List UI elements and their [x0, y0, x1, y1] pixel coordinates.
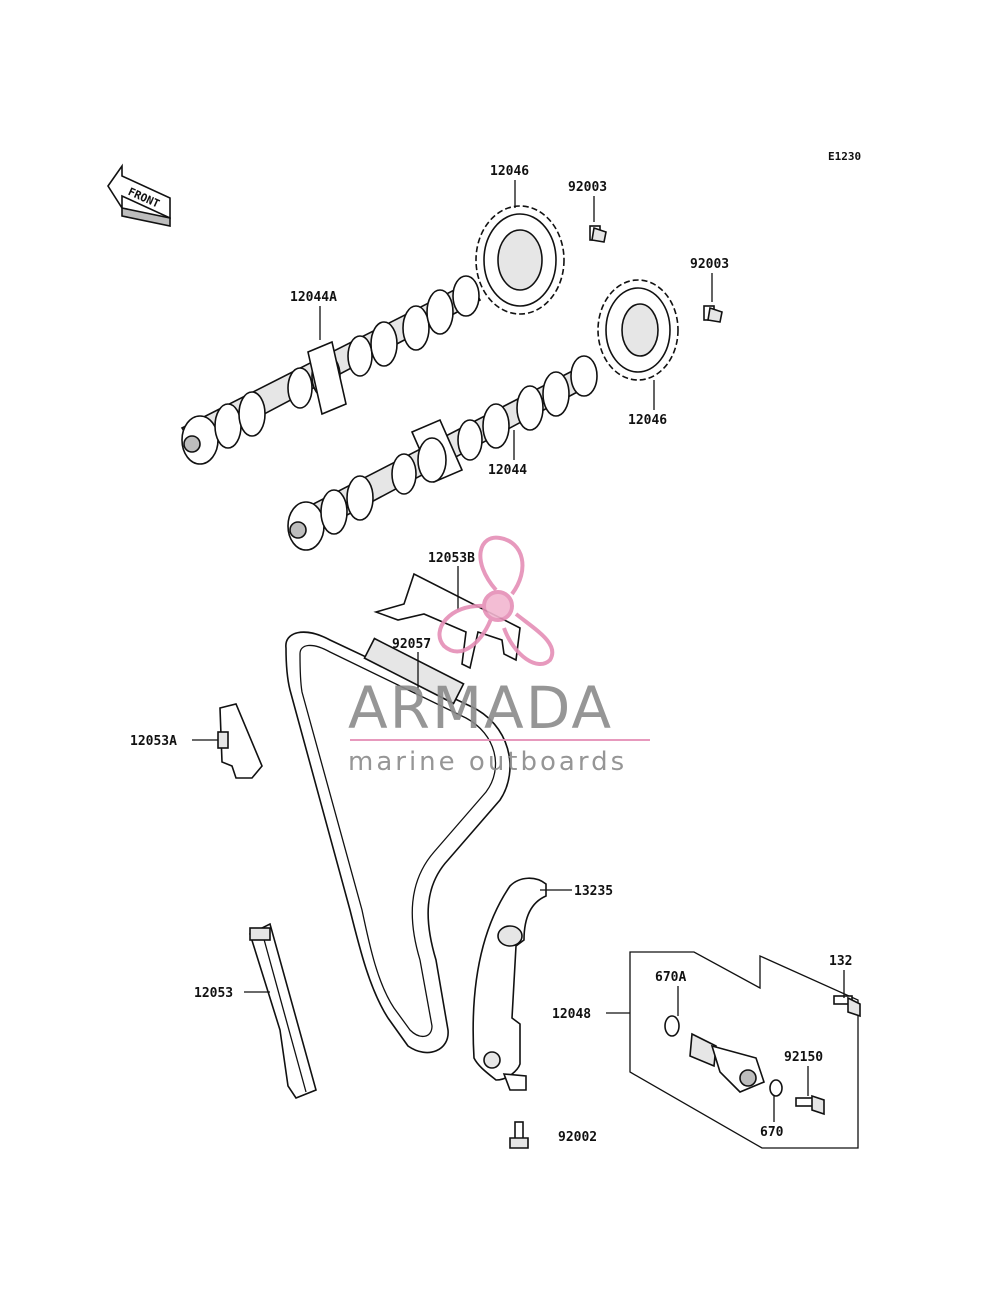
cam-lobe [287, 501, 325, 551]
bolt-132 [833, 995, 861, 1018]
sprocket-12046-top [475, 205, 565, 315]
sprocket-12046-bottom [597, 279, 679, 381]
watermark-tagline: marine outboards [348, 747, 627, 777]
front-arrow-icon: FRONT [107, 163, 171, 227]
label-92150: 92150 [784, 1050, 823, 1065]
o-ring-670 [769, 1079, 783, 1097]
watermark-brand: ARMADA [348, 674, 613, 742]
cam-chain-92057 [285, 631, 511, 1054]
label-12044a: 12044A [290, 290, 337, 305]
label-12053b: 12053B [428, 551, 475, 566]
cam-lobe [181, 415, 219, 465]
chain-guide-12053a [217, 703, 263, 779]
diagram-code: E1230 [828, 150, 861, 163]
chain-guide-12053 [249, 922, 317, 1099]
tensioner-assembly-12048 [629, 951, 861, 1149]
bolt-92150 [795, 1094, 825, 1116]
label-12044: 12044 [488, 463, 527, 478]
tensioner-body [689, 1032, 765, 1093]
label-670: 670 [760, 1125, 784, 1140]
part-labels: 12046 92003 92003 12044A 12046 12044 120… [130, 164, 852, 1145]
label-92057: 92057 [392, 637, 431, 652]
label-92003-right: 92003 [690, 257, 729, 272]
label-12046-bottom: 12046 [628, 413, 667, 428]
label-92002: 92002 [558, 1130, 597, 1145]
label-12053: 12053 [194, 986, 233, 1001]
label-670a: 670A [655, 970, 686, 985]
bolt-92003-right [703, 305, 723, 323]
o-ring-670a [664, 1015, 680, 1037]
label-12046-top: 12046 [490, 164, 529, 179]
leader-lines [192, 180, 845, 1122]
camshaft-12044a [180, 275, 482, 465]
bolt-92003-top [589, 225, 607, 243]
label-12053a: 12053A [130, 734, 177, 749]
tensioner-guide-13235 [472, 877, 547, 1091]
propeller-logo-icon [437, 535, 555, 667]
chain-links [363, 637, 465, 705]
chain-guide-12053b [373, 572, 521, 670]
label-92003-top: 92003 [568, 180, 607, 195]
camshaft-12044 [287, 355, 598, 551]
label-13235: 13235 [574, 884, 613, 899]
label-12048: 12048 [552, 1007, 591, 1022]
bolt-92002 [509, 1121, 529, 1149]
watermark: ARMADA marine outboards [348, 535, 650, 777]
label-132: 132 [829, 954, 852, 969]
